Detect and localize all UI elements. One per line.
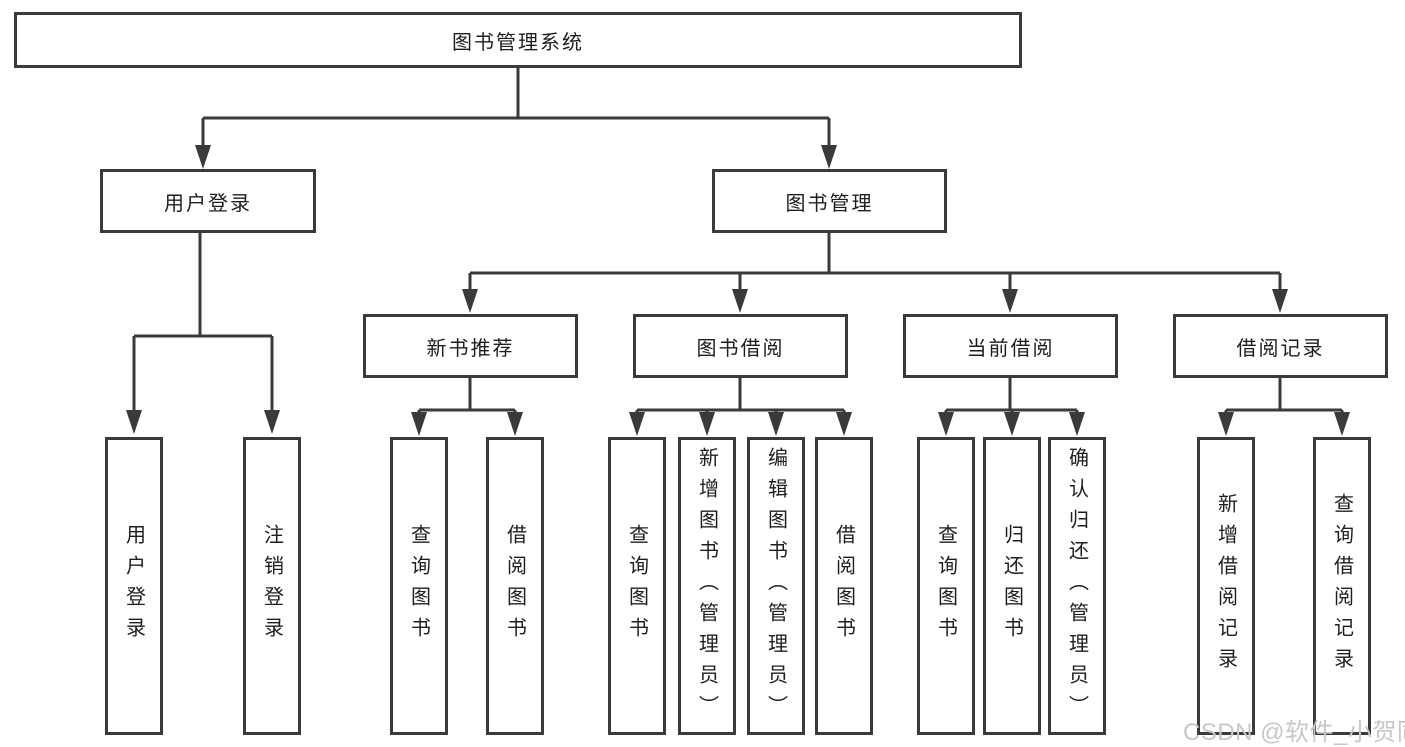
leaf-borrowing-add-books-admin-label: 新增图书（管理员） [695, 446, 718, 726]
leaf-logout-label: 注销登录 [260, 524, 283, 648]
node-user-login-label: 用户登录 [164, 192, 252, 215]
node-current-borrowing: 当前借阅 [903, 314, 1118, 378]
node-book-management-label: 图书管理 [785, 192, 874, 215]
leaf-user-login: 用户登录 [105, 437, 163, 735]
arrowheads [126, 145, 1350, 436]
leaf-current-query-books: 查询图书 [917, 437, 975, 735]
leaf-current-confirm-return-admin-label: 确认归还（管理员） [1065, 446, 1088, 726]
node-root-label: 图书管理系统 [452, 31, 584, 54]
leaf-current-return-books: 归还图书 [983, 437, 1041, 735]
leaf-recommend-borrow-books-label: 借阅图书 [503, 524, 526, 648]
leaf-borrowing-add-books-admin: 新增图书（管理员） [678, 437, 736, 735]
leaf-borrowing-edit-books-admin-label: 编辑图书（管理员） [764, 446, 787, 726]
node-root: 图书管理系统 [14, 12, 1022, 68]
leaf-borrowing-borrow-books-label: 借阅图书 [832, 524, 855, 648]
leaf-borrowing-edit-books-admin: 编辑图书（管理员） [747, 437, 805, 735]
leaf-recommend-query-books-label: 查询图书 [407, 524, 430, 648]
node-book-borrowing-label: 图书借阅 [696, 337, 785, 360]
node-borrowing-records: 借阅记录 [1173, 314, 1388, 378]
leaf-records-add-record: 新增借阅记录 [1197, 437, 1255, 735]
leaf-user-login-label: 用户登录 [122, 524, 145, 648]
leaf-records-query-record: 查询借阅记录 [1313, 437, 1371, 735]
node-borrowing-records-label: 借阅记录 [1236, 337, 1325, 360]
leaf-borrowing-query-books-label: 查询图书 [625, 524, 648, 648]
leaf-borrowing-borrow-books: 借阅图书 [815, 437, 873, 735]
node-book-management: 图书管理 [712, 169, 947, 233]
node-user-login: 用户登录 [100, 169, 316, 233]
node-new-book-recommend: 新书推荐 [363, 314, 578, 378]
leaf-records-add-record-label: 新增借阅记录 [1214, 493, 1237, 679]
node-current-borrowing-label: 当前借阅 [966, 337, 1055, 360]
leaf-records-query-record-label: 查询借阅记录 [1330, 493, 1353, 679]
node-book-borrowing: 图书借阅 [633, 314, 848, 378]
leaf-recommend-borrow-books: 借阅图书 [486, 437, 544, 735]
node-new-book-recommend-label: 新书推荐 [426, 337, 515, 360]
csdn-watermark: CSDN @软件_小贺同学 [1183, 719, 1405, 746]
leaf-current-return-books-label: 归还图书 [1000, 524, 1023, 648]
leaf-logout: 注销登录 [243, 437, 301, 735]
leaf-current-query-books-label: 查询图书 [934, 524, 957, 648]
leaf-current-confirm-return-admin: 确认归还（管理员） [1048, 437, 1106, 735]
leaf-recommend-query-books: 查询图书 [390, 437, 448, 735]
leaf-borrowing-query-books: 查询图书 [608, 437, 666, 735]
